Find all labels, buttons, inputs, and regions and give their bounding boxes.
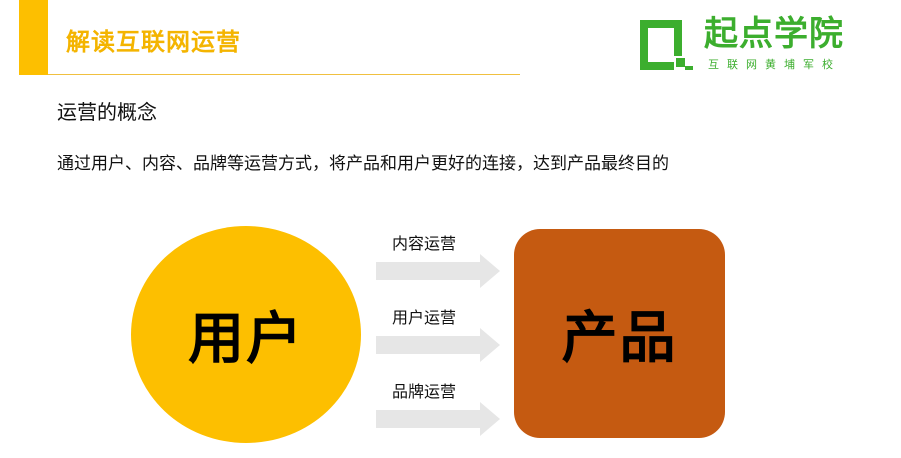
- right-arrow-icon: [376, 254, 500, 288]
- right-arrow-icon: [376, 328, 500, 362]
- section-heading: 运营的概念: [57, 100, 157, 124]
- logo-mark-icon: [640, 20, 693, 70]
- logo-tagline: 互联网黄埔军校: [708, 58, 841, 71]
- product-box: 产品: [514, 229, 725, 438]
- user-label: 用户: [188, 307, 304, 372]
- header-accent-bar: [19, 0, 48, 75]
- brand-logo: 起点学院 互联网黄埔军校: [638, 14, 894, 74]
- channel-label: 用户运营: [392, 308, 457, 327]
- section-description: 通过用户、内容、品牌等运营方式，将产品和用户更好的连接，达到产品最终目的: [57, 154, 669, 174]
- channel-label: 内容运营: [392, 234, 457, 253]
- user-circle: 用户: [131, 226, 361, 443]
- logo-name: 起点学院: [704, 14, 844, 54]
- right-arrow-icon: [376, 402, 500, 436]
- page-title: 解读互联网运营: [66, 28, 241, 56]
- channel-label: 品牌运营: [392, 382, 457, 401]
- product-label: 产品: [561, 306, 678, 371]
- header-divider: [48, 74, 520, 75]
